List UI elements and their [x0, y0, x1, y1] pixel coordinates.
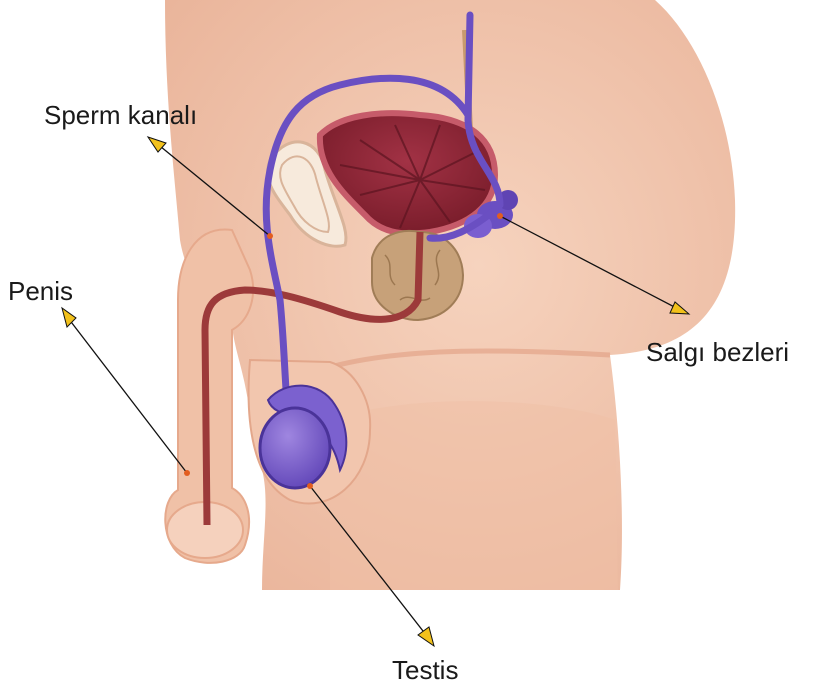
- label-sperm-duct: Sperm kanalı: [44, 102, 197, 128]
- pointer-dot-testis: [307, 483, 313, 489]
- leader-line-penis: [65, 314, 187, 473]
- label-penis: Penis: [8, 278, 73, 304]
- label-testis: Testis: [392, 657, 458, 683]
- thigh-shadow: [330, 401, 618, 590]
- pointer-dot-glands: [497, 213, 503, 219]
- arrowhead-penis: [62, 308, 76, 327]
- pointer-dot-penis: [184, 470, 190, 476]
- pointer-dot-sperm: [267, 233, 273, 239]
- testis-shape: [260, 408, 330, 488]
- arrowhead-sperm: [148, 137, 166, 152]
- label-glands: Salgı bezleri: [646, 339, 789, 365]
- arrowhead-testis: [418, 627, 434, 646]
